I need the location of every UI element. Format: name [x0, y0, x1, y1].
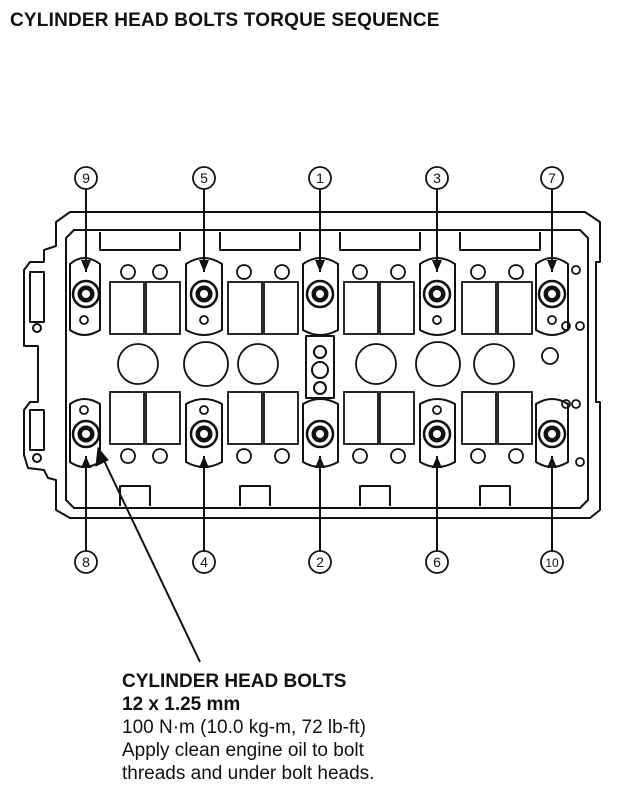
- leader-arrowhead: [199, 456, 209, 468]
- bolt-7: 7: [537, 166, 567, 309]
- leader-arrowhead: [432, 260, 442, 272]
- head-inner-outline: [65, 229, 589, 509]
- note-size: 12 x 1.25 mm: [122, 694, 241, 715]
- valve-chambers-top: [109, 281, 533, 335]
- bolt-1: 1: [305, 166, 335, 309]
- note-heading: CYLINDER HEAD BOLTS: [122, 671, 347, 692]
- note-leader-line: [97, 447, 201, 663]
- leader-arrowhead: [547, 260, 557, 272]
- sequence-callout-circle: [308, 166, 332, 190]
- bolt-5: 5: [189, 166, 219, 309]
- sequence-number: 4: [200, 554, 208, 570]
- leader-arrowhead: [81, 260, 91, 272]
- sequence-callout-circle: [540, 550, 564, 574]
- sequence-number: 2: [316, 554, 324, 570]
- plug-bores: [117, 341, 559, 387]
- sequence-number: 9: [82, 170, 90, 186]
- bolt-center: [200, 290, 208, 298]
- sequence-number: 3: [433, 170, 441, 186]
- bolt-center: [200, 430, 208, 438]
- bolt-6: 6: [422, 419, 452, 574]
- bolt-2: 2: [305, 419, 335, 574]
- bolt-center: [433, 430, 441, 438]
- bolt-center: [82, 290, 90, 298]
- sequence-number: 8: [82, 554, 90, 570]
- sequence-callout-circle: [74, 550, 98, 574]
- bolt-10: 10: [537, 419, 567, 574]
- note-leader-arrowhead: [95, 446, 109, 467]
- diagram-title: CYLINDER HEAD BOLTS TORQUE SEQUENCE: [10, 10, 440, 31]
- bolt-center: [316, 290, 324, 298]
- leader-arrowhead: [432, 456, 442, 468]
- sequence-number: 5: [200, 170, 208, 186]
- sequence-callout-circle: [308, 550, 332, 574]
- stud-holes: [79, 264, 585, 467]
- bolt-3: 3: [422, 166, 452, 309]
- note-torque: 100 N·m (10.0 kg-m, 72 lb-ft): [122, 717, 366, 738]
- leader-arrowhead: [315, 260, 325, 272]
- leader-arrowhead: [81, 456, 91, 468]
- valve-chambers-bottom: [109, 391, 533, 445]
- sequence-callout-circle: [192, 166, 216, 190]
- sequence-callout-circle: [192, 550, 216, 574]
- sequence-callout-circle: [425, 550, 449, 574]
- bolt-center: [82, 430, 90, 438]
- head-outline: [23, 211, 601, 519]
- bolt-center: [548, 290, 556, 298]
- bolt-center: [548, 430, 556, 438]
- sequence-callout-circle: [540, 166, 564, 190]
- sequence-callout-circle: [74, 166, 98, 190]
- note-instruction-2: threads and under bolt heads.: [122, 763, 375, 784]
- leader-arrowhead: [547, 456, 557, 468]
- bolt-center: [316, 430, 324, 438]
- sequence-callout-circle: [425, 166, 449, 190]
- bolt-4: 4: [189, 419, 219, 574]
- leader-arrowhead: [315, 456, 325, 468]
- bolt-8: 8: [71, 419, 101, 574]
- sequence-number: 7: [548, 170, 556, 186]
- sequence-number: 1: [316, 170, 324, 186]
- leader-arrowhead: [199, 260, 209, 272]
- bolt-spec-note: CYLINDER HEAD BOLTS 12 x 1.25 mm 100 N·m…: [122, 670, 374, 785]
- sequence-number: 6: [433, 554, 441, 570]
- bolt-center: [433, 290, 441, 298]
- bolt-9: 9: [71, 166, 101, 309]
- note-instruction-1: Apply clean engine oil to bolt: [122, 740, 364, 761]
- sequence-number: 10: [545, 556, 559, 570]
